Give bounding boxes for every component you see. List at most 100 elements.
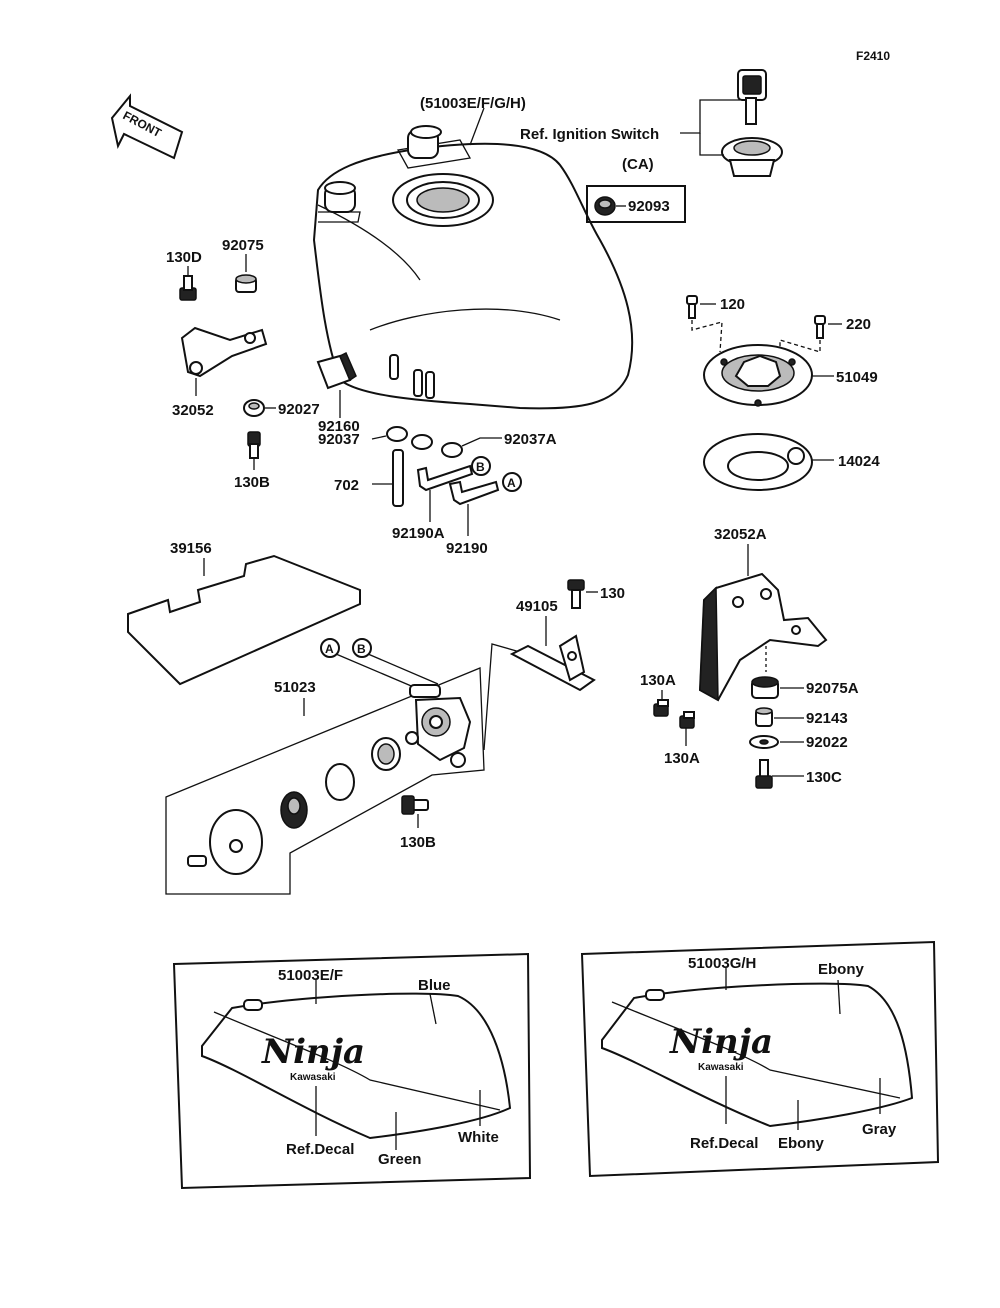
bracket-49105: [509, 634, 596, 692]
label-130B-top: 130B: [234, 474, 270, 491]
label-32052A: 32052A: [714, 526, 767, 543]
label-39156: 39156: [170, 540, 212, 557]
variant-2-color-gray: Gray: [862, 1121, 897, 1138]
label-130B-bot: 130B: [400, 834, 436, 851]
variant-2-decal: Ref.Decal: [690, 1135, 758, 1152]
lever-cock: [280, 791, 308, 829]
marker-B-upper: B: [471, 456, 491, 476]
variant-2-color-ebony-top: Ebony: [818, 961, 864, 978]
bolt-130A-1: [653, 699, 669, 717]
leader-ignition-a: [680, 99, 740, 134]
label-92075A: 92075A: [806, 680, 859, 697]
leader-ignition-b: [699, 133, 724, 156]
bolt-130D: [179, 275, 197, 301]
hose-92190A: [416, 464, 474, 492]
grommet-92093: [594, 196, 616, 216]
label-702: 702: [334, 477, 359, 494]
svg-text:B: B: [357, 642, 366, 656]
diagram-id: F2410: [856, 49, 890, 63]
svg-text:A: A: [325, 642, 334, 656]
svg-text:B: B: [476, 460, 485, 474]
pad-39156: [127, 554, 361, 686]
label-92027: 92027: [278, 401, 320, 418]
bolt-130B-bot: [401, 795, 429, 815]
label-130A-1: 130A: [640, 672, 676, 689]
plate-cock: [209, 809, 263, 875]
label-120: 120: [720, 296, 745, 313]
label-tank: (51003E/F/G/H): [420, 95, 526, 112]
label-14024: 14024: [838, 453, 880, 470]
clamp-92037: [386, 426, 463, 458]
label-92037: 92037: [318, 431, 360, 448]
variant-1-color-green: Green: [378, 1151, 421, 1168]
svg-text:A: A: [507, 476, 516, 490]
label-92022: 92022: [806, 734, 848, 751]
label-49105: 49105: [516, 598, 558, 615]
leader-120-dash: [691, 320, 723, 353]
marker-A-upper: A: [502, 472, 522, 492]
leader-92037A: [461, 437, 502, 447]
collar-92027: [243, 399, 265, 417]
screw-120: [686, 295, 698, 319]
kawasaki-brand-1: Kawasaki: [290, 1072, 336, 1083]
cap-plate-51049: [703, 344, 813, 407]
variant-1-decal: Ref.Decal: [286, 1141, 354, 1158]
hose-92190: [448, 480, 500, 506]
leader-tank: [469, 107, 485, 146]
label-ignition: Ref. Ignition Switch: [520, 126, 659, 143]
variant-panel-2: Ninja Kawasaki: [580, 940, 940, 1178]
leader-B-lower: [367, 653, 439, 685]
ignition-switch: [721, 69, 783, 177]
bolt-130C: [755, 759, 773, 789]
o-ring-cock: [325, 763, 355, 801]
label-51049: 51049: [836, 369, 878, 386]
gasket-14024: [703, 433, 813, 491]
marker-B-lower: B: [352, 638, 372, 658]
label-130: 130: [600, 585, 625, 602]
variant-2-model: 51003G/H: [688, 955, 756, 972]
leader-A-lower: [335, 653, 417, 689]
variant-2-color-ebony-bottom: Ebony: [778, 1135, 824, 1152]
label-92037A: 92037A: [504, 431, 557, 448]
leader-49105-b: [483, 643, 521, 751]
bracket-32052: [180, 326, 268, 378]
fuel-tank: [312, 125, 634, 410]
fuel-cock-outline: [165, 667, 485, 895]
hose-702: [392, 449, 404, 507]
label-92093: 92093: [628, 198, 670, 215]
fuel-cock-51023: [405, 684, 472, 768]
grommet-92075A: [751, 676, 779, 699]
washer-92022: [749, 735, 779, 749]
front-arrow-icon: FRONT: [110, 93, 184, 160]
label-130D: 130D: [166, 249, 202, 266]
label-92075: 92075: [222, 237, 264, 254]
variant-1-color-blue: Blue: [418, 977, 451, 994]
leader-92037: [371, 435, 387, 440]
screw-cock: [187, 855, 207, 867]
kawasaki-brand-2: Kawasaki: [698, 1062, 744, 1073]
marker-A-lower: A: [320, 638, 340, 658]
bolt-130B-top: [247, 431, 261, 459]
variant-panel-1: Ninja Kawasaki: [172, 952, 532, 1190]
label-130A-2: 130A: [664, 750, 700, 767]
bolt-130: [567, 579, 585, 609]
variant-1-model: 51003E/F: [278, 967, 343, 984]
collar-92143: [755, 707, 773, 727]
ninja-logo-2: Ninja: [669, 1022, 773, 1062]
label-130C: 130C: [806, 769, 842, 786]
screw-220: [814, 315, 826, 339]
label-92190A: 92190A: [392, 525, 445, 542]
bolt-130A-2: [679, 711, 695, 729]
leader-220-dash: [779, 339, 821, 353]
ninja-logo-1: Ninja: [261, 1032, 365, 1072]
grommet-92075: [235, 274, 257, 293]
variant-1-color-white: White: [458, 1129, 499, 1146]
damper-92160: [316, 351, 357, 390]
label-51023: 51023: [274, 679, 316, 696]
label-92143: 92143: [806, 710, 848, 727]
bracket-32052A: [698, 572, 828, 702]
label-92160: 92160: [318, 418, 360, 435]
label-32052: 32052: [172, 402, 214, 419]
label-220: 220: [846, 316, 871, 333]
